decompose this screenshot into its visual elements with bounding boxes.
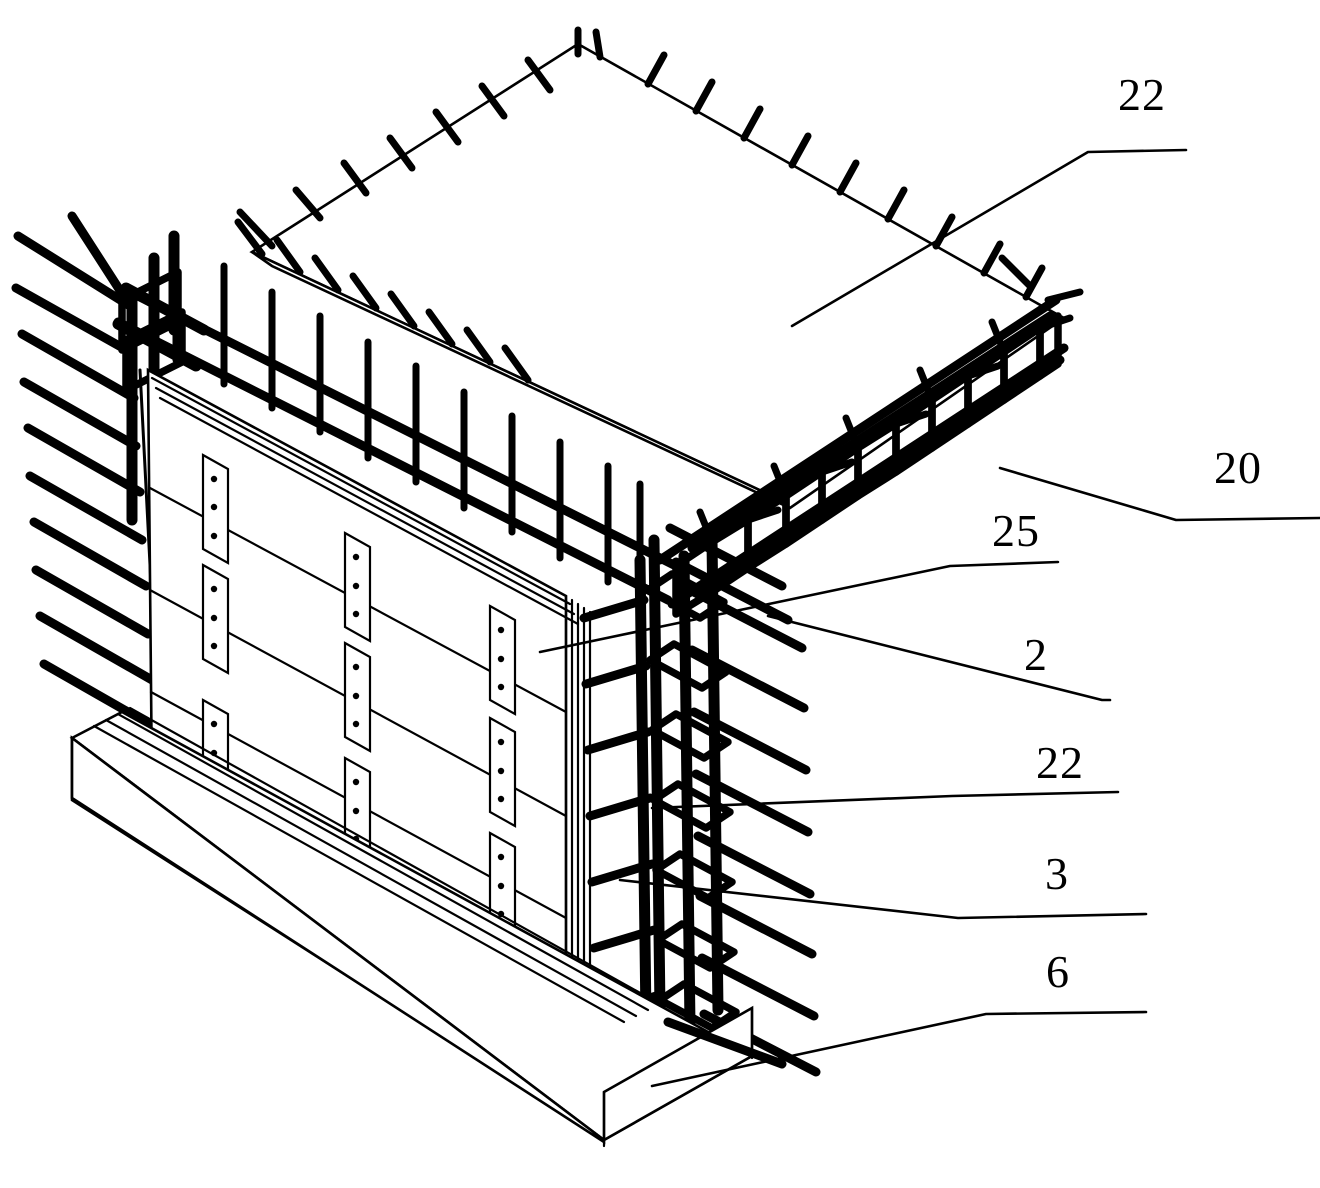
slab-rebar-stubs-top-right: [592, 28, 1046, 301]
leader-25: [538, 560, 1060, 654]
ref-label-22-mid: 22: [1036, 737, 1084, 788]
reference-numerals: 22 20 25 2 22 3 6: [992, 69, 1262, 997]
connector-plate-column-c: [488, 604, 517, 943]
leader-lines: [538, 148, 1320, 1088]
ref-label-2: 2: [1024, 629, 1048, 680]
leader-22-mid: [650, 790, 1120, 810]
connector-plate-column-b: [343, 531, 372, 868]
ref-label-20: 20: [1214, 442, 1262, 493]
ref-label-3: 3: [1045, 848, 1069, 899]
leader-2: [766, 614, 1112, 702]
footing-level-rebar: [663, 1017, 787, 1069]
leader-22-top: [790, 148, 1188, 328]
right-beam-cage: [655, 254, 1084, 618]
ref-label-6: 6: [1046, 946, 1070, 997]
leader-3: [618, 878, 1148, 920]
corner-column-cage: [634, 534, 740, 1032]
corner-protruding-rebar-right: [685, 585, 821, 1077]
ref-label-25: 25: [992, 505, 1040, 556]
leader-6: [650, 1010, 1148, 1088]
slab-rebar-stubs-top-left: [236, 26, 582, 250]
ref-label-22-top: 22: [1118, 69, 1166, 120]
leader-20: [998, 466, 1320, 522]
corner-protruding-rebar-right-upper: [665, 523, 793, 625]
slab-rebar-stubs-left: [234, 218, 532, 384]
left-protruding-rebar: [11, 211, 161, 733]
